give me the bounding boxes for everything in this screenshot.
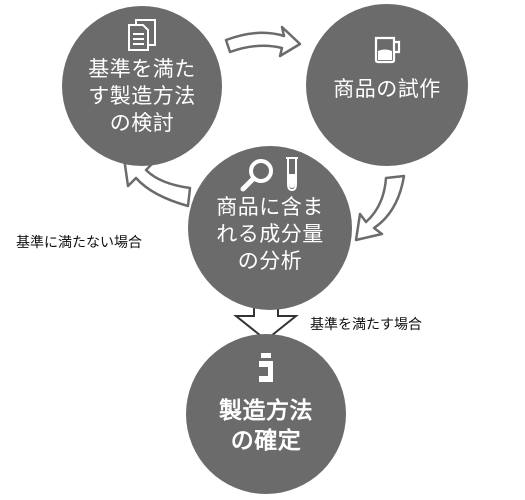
node-analysis-label: 商品に含ま れる成分量 の分析	[216, 195, 324, 273]
note-meet: 基準を満たす場合	[310, 317, 422, 333]
node-analysis: 商品に含ま れる成分量 の分析	[188, 146, 352, 310]
node-review: 基準を満た す製造方法 の検討	[62, 6, 222, 166]
test-tube-icon	[286, 157, 298, 192]
arrow-trial-to-analysis	[354, 174, 406, 242]
node-review-label: 基準を満た す製造方法 の検討	[88, 57, 196, 135]
analysis-icons	[240, 156, 300, 192]
magnifier-icon	[240, 159, 273, 192]
beaker-icon	[374, 36, 401, 64]
document-icon	[128, 19, 156, 51]
note-not-meet: 基準に満たない場合	[16, 235, 142, 251]
bottle-icon	[259, 353, 273, 382]
node-trial: 商品の試作	[306, 4, 468, 166]
node-confirm: 製造方法 の確定	[186, 334, 346, 494]
node-confirm-label: 製造方法 の確定	[219, 398, 313, 454]
node-trial-label: 商品の試作	[333, 77, 441, 101]
arrow-review-to-trial	[224, 25, 302, 58]
